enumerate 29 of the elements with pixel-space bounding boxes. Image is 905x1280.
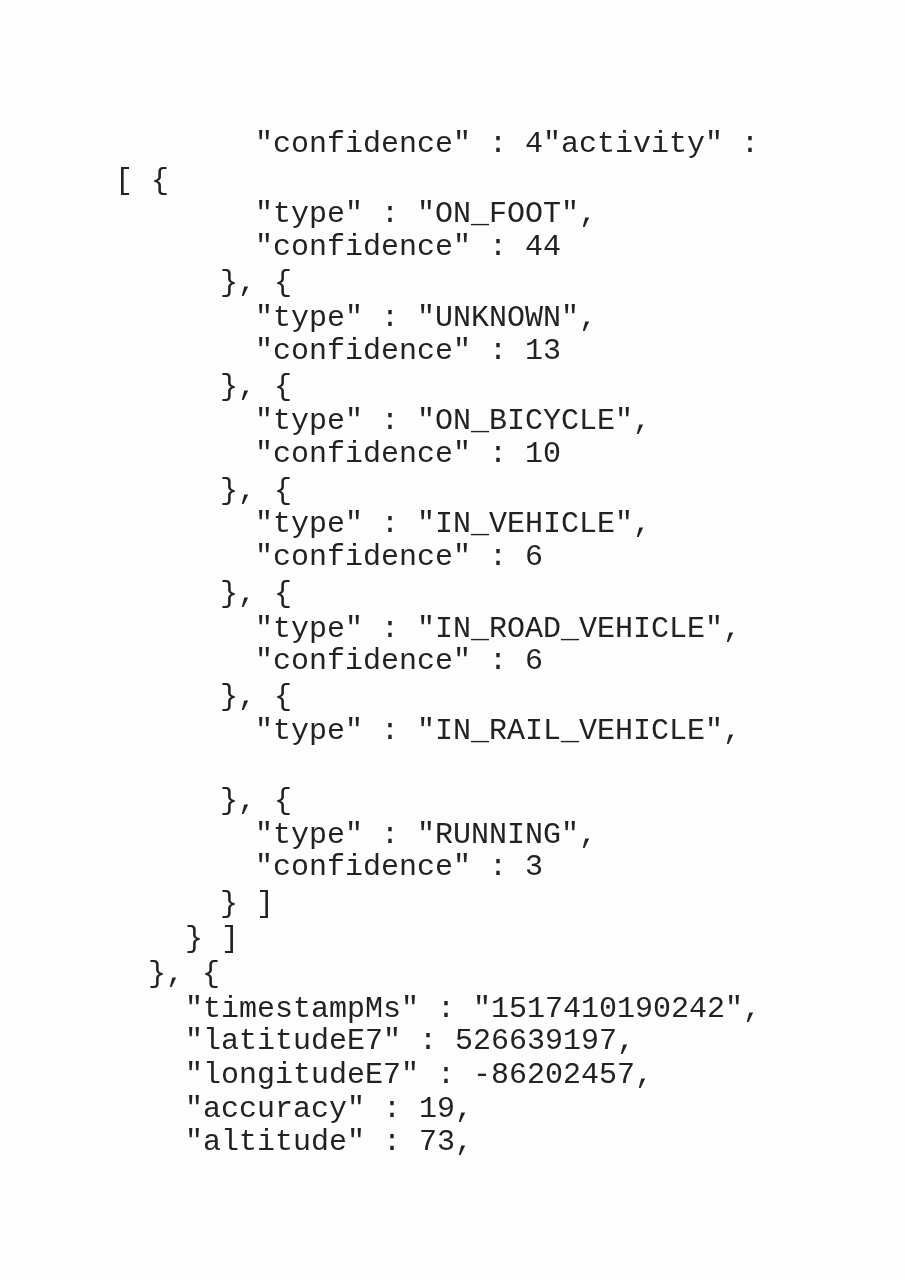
code-line: }, { bbox=[220, 474, 292, 508]
code-line: "timestampMs" : "1517410190242", bbox=[185, 992, 762, 1026]
code-line: "confidence" : 4"activity" : bbox=[255, 127, 760, 161]
code-line: "confidence" : 13 bbox=[255, 334, 562, 368]
code-line: }, { bbox=[220, 577, 292, 611]
code-line: }, { bbox=[220, 266, 292, 300]
code-line: "type" : "IN_ROAD_VEHICLE", bbox=[255, 612, 742, 646]
code-line: "latitudeE7" : 526639197, bbox=[185, 1024, 636, 1058]
code-line: "type" : "ON_BICYCLE", bbox=[255, 404, 652, 438]
code-line: [ { bbox=[115, 164, 169, 198]
code-line: }, { bbox=[148, 957, 220, 991]
code-line: }, { bbox=[220, 784, 292, 818]
code-line: }, { bbox=[220, 370, 292, 404]
code-line: }, { bbox=[220, 680, 292, 714]
code-line: "type" : "IN_VEHICLE", bbox=[255, 507, 652, 541]
code-line: "altitude" : 73, bbox=[185, 1125, 474, 1159]
code-line: "confidence" : 10 bbox=[255, 437, 562, 471]
code-line: "longitudeE7" : -86202457, bbox=[185, 1058, 654, 1092]
code-line: "type" : "RUNNING", bbox=[255, 818, 598, 852]
code-line: "confidence" : 44 bbox=[255, 230, 562, 264]
code-line: } ] bbox=[220, 887, 274, 921]
code-line: "confidence" : 6 bbox=[255, 644, 544, 678]
code-line: "confidence" : 6 bbox=[255, 540, 544, 574]
code-line: "type" : "ON_FOOT", bbox=[255, 197, 598, 231]
code-line: } ] bbox=[185, 922, 239, 956]
code-line: "confidence" : 3 bbox=[255, 850, 544, 884]
code-line: "type" : "IN_RAIL_VEHICLE", bbox=[255, 714, 742, 748]
code-line: "type" : "UNKNOWN", bbox=[255, 301, 598, 335]
code-line: "accuracy" : 19, bbox=[185, 1092, 474, 1126]
